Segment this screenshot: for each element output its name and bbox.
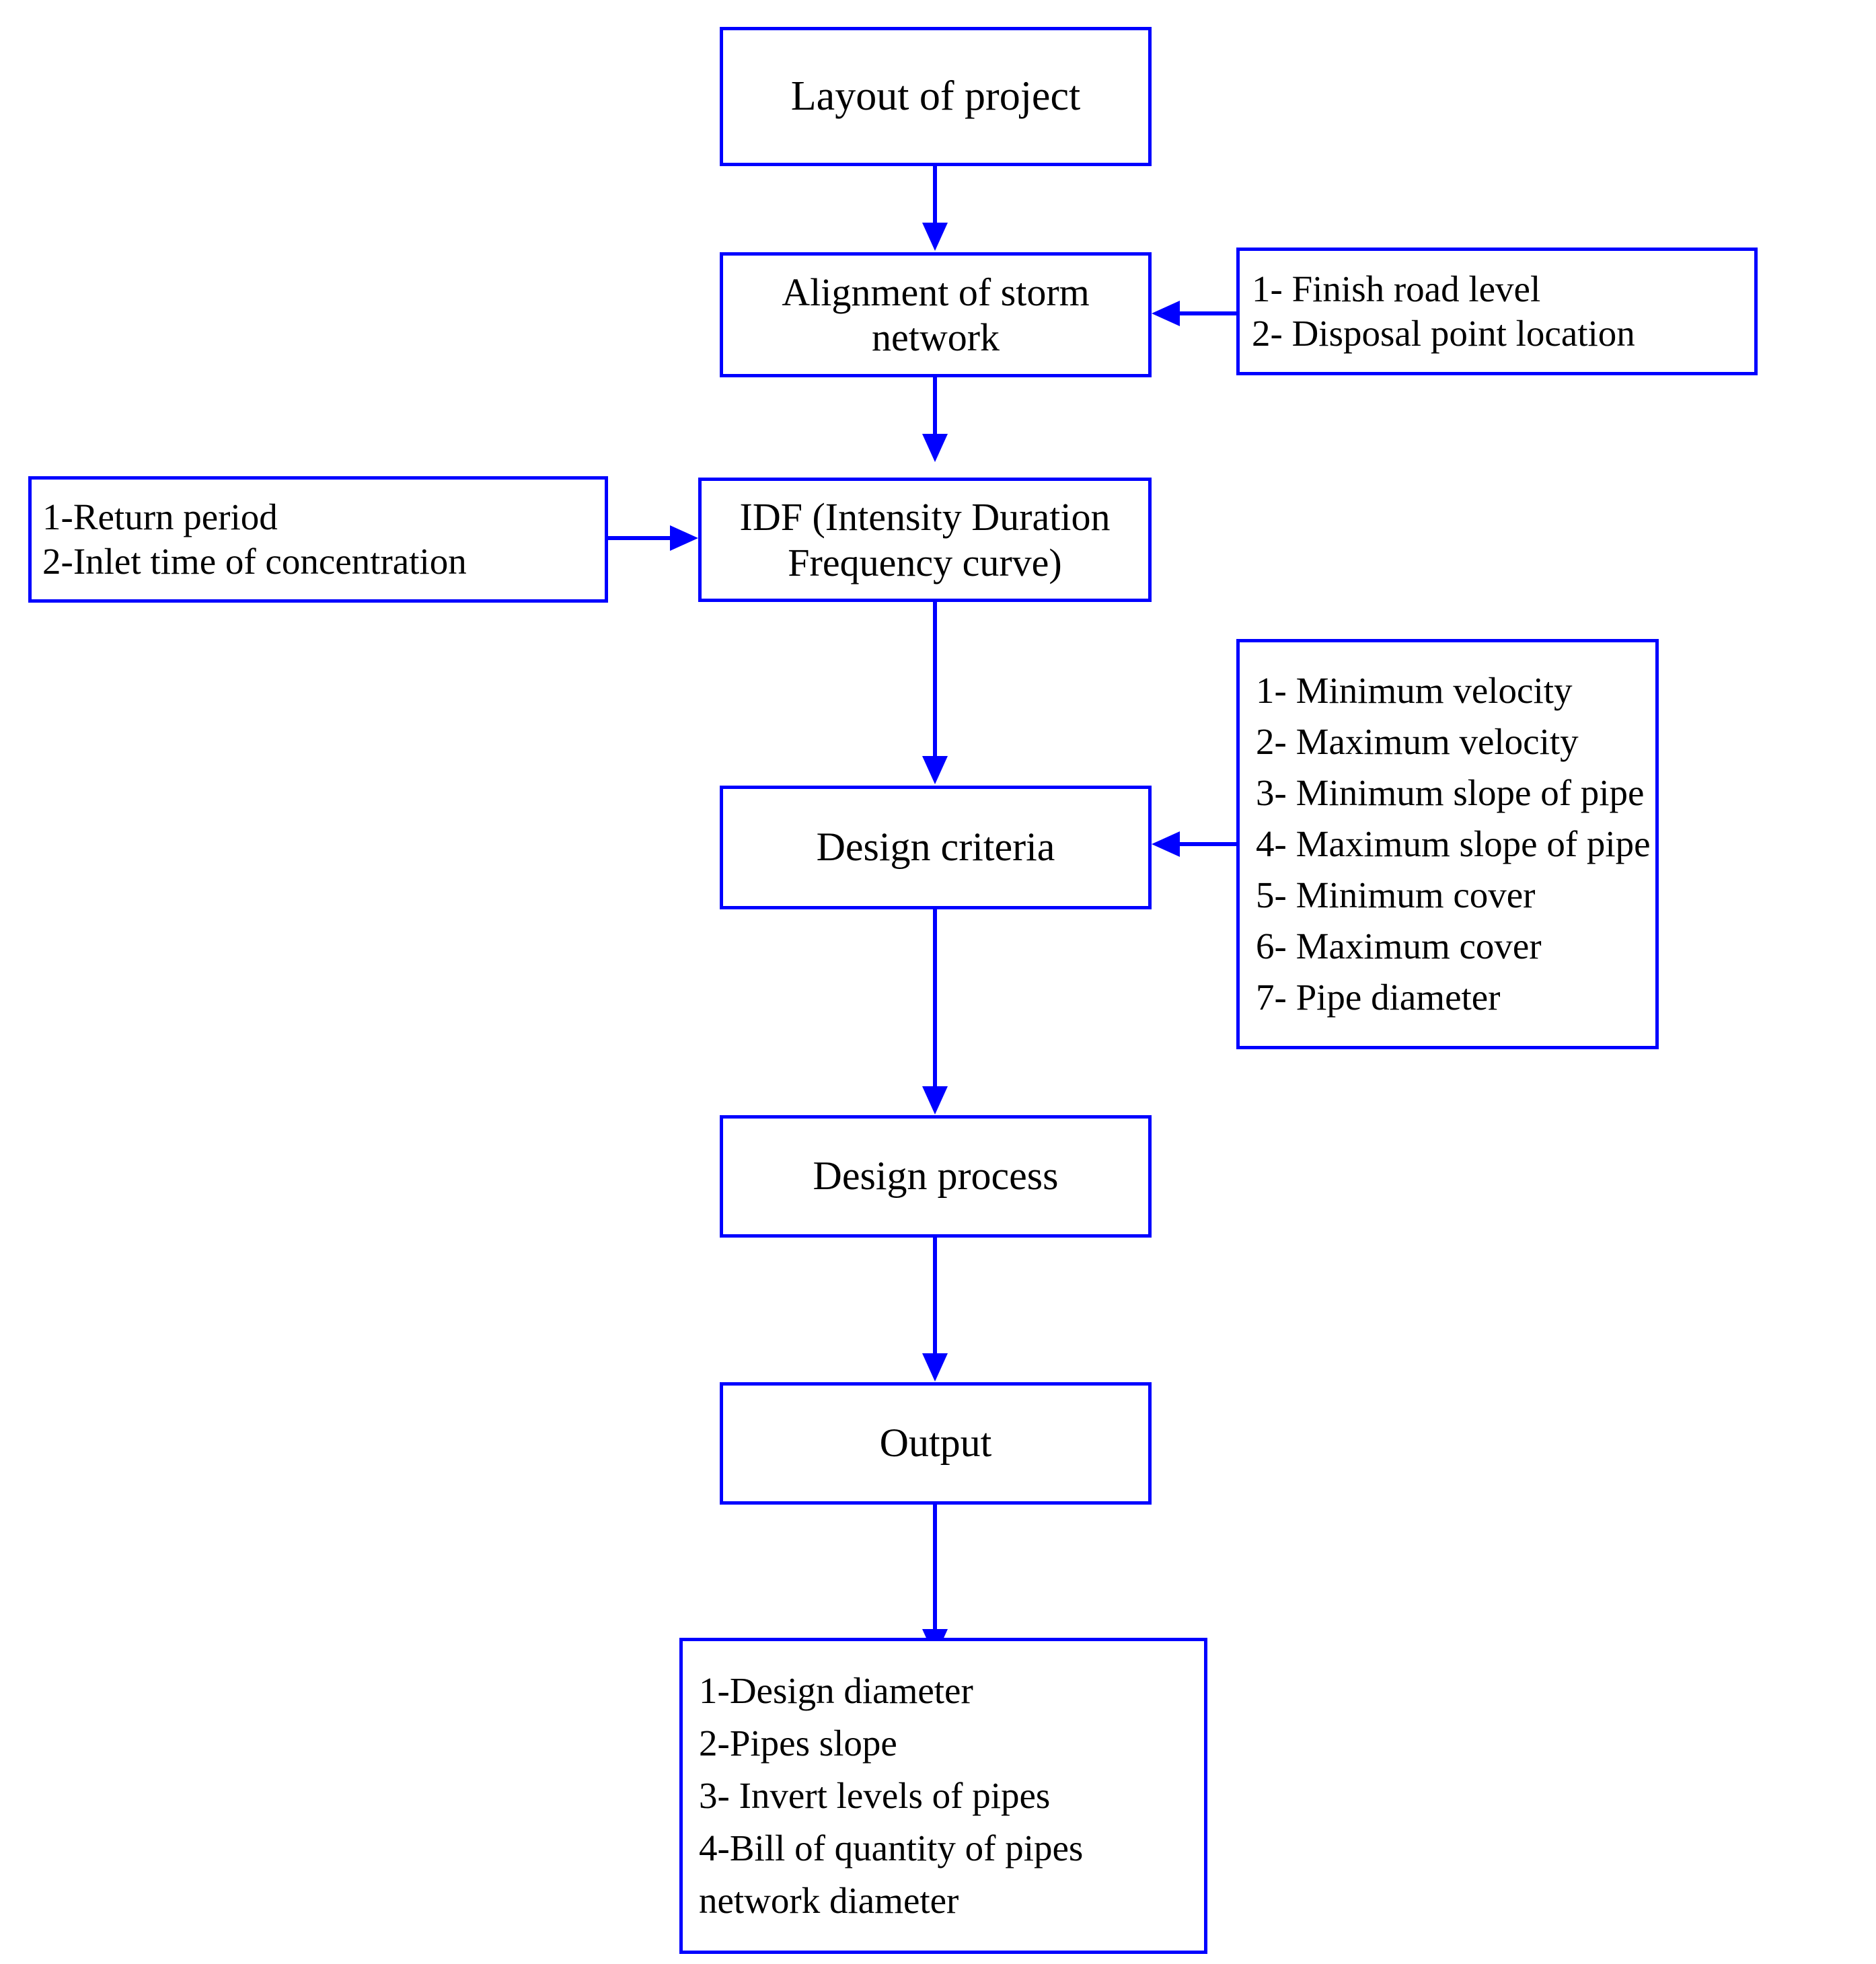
connector-layout-to-alignment [933, 166, 937, 228]
listbox-output-items-line-1: 1-Design diameter [699, 1669, 973, 1711]
listbox-design-criteria-inputs[interactable]: 1- Minimum velocity 2- Maximum velocity … [1236, 639, 1659, 1049]
node-layout-of-project-label: Layout of project [790, 73, 1081, 119]
listbox-output-items-line-4: 4-Bill of quantity of pipes [699, 1827, 1084, 1869]
listbox-design-criteria-inputs-line-7: 7- Pipe diameter [1256, 976, 1501, 1018]
connector-alignment-inputs-to-node [1180, 311, 1239, 315]
connector-idf-to-design-criteria [933, 602, 937, 760]
listbox-output-items[interactable]: 1-Design diameter 2-Pipes slope 3- Inver… [679, 1638, 1207, 1954]
listbox-design-criteria-inputs-line-5: 5- Minimum cover [1256, 874, 1536, 915]
listbox-alignment-inputs[interactable]: 1- Finish road level 2- Disposal point l… [1236, 248, 1758, 375]
node-alignment-of-storm-network-label: Alignment of storm network [782, 270, 1090, 359]
listbox-design-criteria-inputs-line-3: 3- Minimum slope of pipe [1256, 772, 1645, 814]
listbox-idf-inputs-line-2: 2-Inlet time of concentration [42, 541, 467, 582]
connector-output-to-output-items [933, 1505, 937, 1649]
node-output[interactable]: Output [720, 1382, 1152, 1505]
arrowhead-idf-inputs-to-node [670, 525, 698, 551]
node-idf-curve-label: IDF (Intensity Duration Frequency curve) [739, 495, 1111, 584]
arrowhead-layout-to-alignment [922, 223, 948, 251]
connector-idf-inputs-to-node [608, 536, 671, 540]
arrowhead-design-criteria-to-design-process [922, 1086, 948, 1115]
listbox-design-criteria-inputs-line-4: 4- Maximum slope of pipe [1256, 823, 1651, 865]
arrowhead-idf-to-design-criteria [922, 756, 948, 784]
node-design-criteria[interactable]: Design criteria [720, 786, 1152, 909]
listbox-alignment-inputs-line-2: 2- Disposal point location [1252, 313, 1635, 354]
node-layout-of-project[interactable]: Layout of project [720, 27, 1152, 166]
connector-alignment-to-idf [933, 377, 937, 439]
node-output-label: Output [879, 1421, 992, 1466]
arrowhead-design-process-to-output [922, 1353, 948, 1382]
arrowhead-alignment-to-idf [922, 434, 948, 462]
arrowhead-alignment-inputs-to-node [1152, 301, 1180, 326]
arrowhead-criteria-inputs-to-node [1152, 831, 1180, 857]
connector-criteria-inputs-to-node [1180, 842, 1239, 846]
listbox-design-criteria-inputs-line-2: 2- Maximum velocity [1256, 721, 1579, 763]
connector-design-process-to-output [933, 1238, 937, 1372]
listbox-design-criteria-inputs-line-6: 6- Maximum cover [1256, 925, 1542, 967]
connector-design-criteria-to-design-process [933, 909, 937, 1091]
node-alignment-of-storm-network[interactable]: Alignment of storm network [720, 252, 1152, 377]
node-design-process[interactable]: Design process [720, 1115, 1152, 1238]
listbox-idf-inputs[interactable]: 1-Return period 2-Inlet time of concentr… [28, 476, 608, 603]
listbox-output-items-line-5: network diameter [699, 1880, 959, 1922]
listbox-output-items-line-3: 3- Invert levels of pipes [699, 1774, 1051, 1816]
listbox-output-items-line-2: 2-Pipes slope [699, 1722, 897, 1764]
listbox-alignment-inputs-line-1: 1- Finish road level [1252, 268, 1541, 309]
node-design-criteria-label: Design criteria [816, 825, 1055, 870]
node-design-process-label: Design process [813, 1154, 1059, 1199]
listbox-design-criteria-inputs-line-1: 1- Minimum velocity [1256, 670, 1573, 712]
node-idf-curve[interactable]: IDF (Intensity Duration Frequency curve) [698, 478, 1152, 602]
listbox-idf-inputs-line-1: 1-Return period [42, 496, 278, 537]
